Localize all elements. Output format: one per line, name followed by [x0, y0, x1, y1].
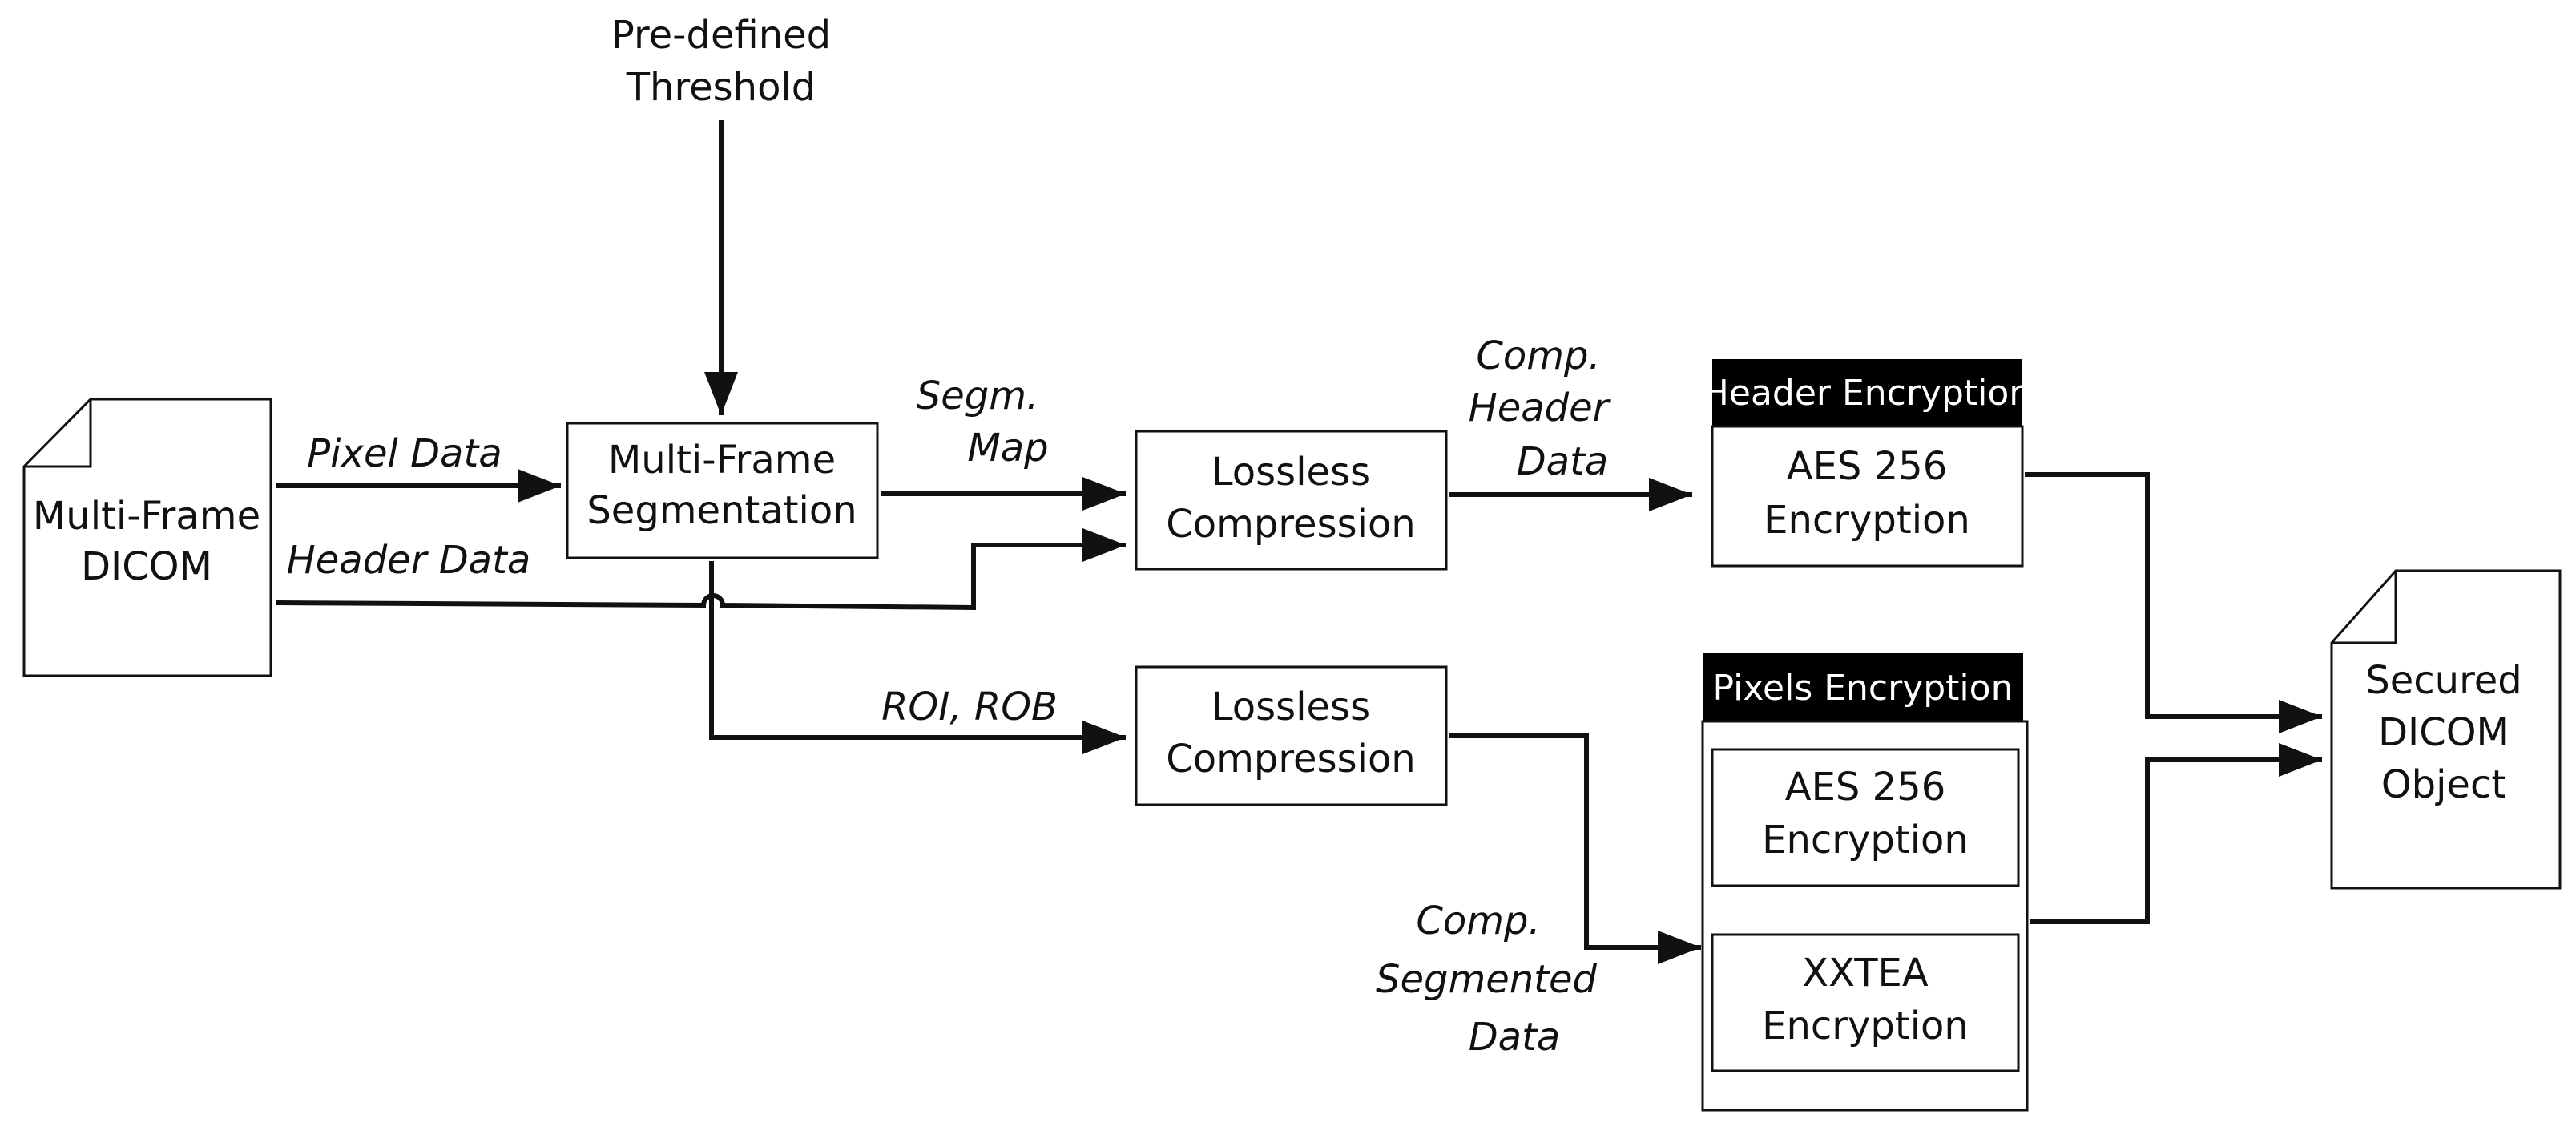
- document-icon: [22, 398, 272, 677]
- header-aes-box: [1711, 425, 2024, 568]
- threshold-label: Pre-defined Threshold: [611, 13, 831, 110]
- segmentation-line1: Multi-Frame: [608, 438, 836, 483]
- arrow-header-data: [276, 528, 1126, 611]
- arrow-pixels-to-output: [2030, 743, 2322, 924]
- pixels-encryption-title: Pixels Encryption: [1713, 668, 2014, 709]
- header-encryption-title: Header Encryption: [1703, 373, 2031, 414]
- output-line1: Secured: [2365, 658, 2522, 703]
- multi-frame-dicom-document: Multi-Frame DICOM: [22, 398, 272, 677]
- lossless-compression-top: Lossless Compression: [1135, 430, 1448, 571]
- header-encryption-group: Header Encryption AES 256 Encryption: [1703, 359, 2031, 568]
- roi-rob-label: ROI, ROB: [881, 685, 1058, 729]
- dicom-label-line2: DICOM: [81, 544, 212, 589]
- dicom-label-line1: Multi-Frame: [33, 494, 260, 539]
- arrow-header-aes-to-output: [2025, 472, 2322, 733]
- comp-segmented-label-line3: Data: [1469, 1015, 1561, 1060]
- header-aes-line1: AES 256: [1787, 444, 1948, 489]
- compression-top-line1: Lossless: [1211, 450, 1370, 495]
- connections: [276, 120, 2322, 964]
- pixels-aes-line2: Encryption: [1762, 818, 1969, 862]
- lossless-compression-bottom: Lossless Compression: [1135, 665, 1448, 806]
- threshold-line2: Threshold: [626, 65, 816, 110]
- comp-header-label-line3: Data: [1517, 439, 1609, 484]
- pixels-aes-line1: AES 256: [1785, 765, 1946, 810]
- comp-header-label-line1: Comp.: [1476, 333, 1600, 378]
- segm-map-label-line1: Segm.: [917, 374, 1038, 418]
- pixels-encryption-group: Pixels Encryption AES 256 Encryption XXT…: [1701, 653, 2029, 1112]
- pixels-aes-box: [1711, 748, 2020, 887]
- document-fold: [24, 399, 92, 468]
- output-document-icon: [2330, 569, 2562, 890]
- edge-labels: Pixel Data Header Data Segm. Map Comp. H…: [287, 333, 1611, 1060]
- pixels-encryption-title-bar: [1703, 653, 2023, 721]
- output-line2: DICOM: [2378, 710, 2509, 755]
- comp-segmented-label-line1: Comp.: [1416, 899, 1540, 943]
- header-encryption-title-bar: [1712, 359, 2022, 426]
- header-aes-line2: Encryption: [1764, 498, 1970, 543]
- arrow-comp-segmented-data: [1449, 733, 1701, 964]
- compression-bottom-line1: Lossless: [1211, 685, 1370, 729]
- segmentation-line2: Segmentation: [587, 488, 857, 533]
- comp-header-label-line2: Header: [1469, 386, 1611, 430]
- comp-segmented-label-line2: Segmented: [1376, 957, 1598, 1002]
- output-document-fold: [2332, 571, 2397, 644]
- xxtea-box: [1711, 933, 2020, 1072]
- output-line3: Object: [2381, 762, 2506, 807]
- compression-top-line2: Compression: [1166, 502, 1415, 547]
- threshold-line1: Pre-defined: [611, 13, 831, 58]
- pixel-data-label: Pixel Data: [307, 431, 502, 476]
- arrow-roi-rob: [709, 561, 1126, 754]
- secured-dicom-object-document: Secured DICOM Object: [2330, 569, 2562, 890]
- header-data-label: Header Data: [287, 538, 531, 583]
- xxtea-line1: XXTEA: [1802, 951, 1929, 996]
- segm-map-label-line2: Map: [967, 426, 1048, 471]
- segmentation-box: Multi-Frame Segmentation: [566, 422, 879, 559]
- xxtea-line2: Encryption: [1762, 1004, 1969, 1048]
- compression-bottom-line2: Compression: [1166, 737, 1415, 782]
